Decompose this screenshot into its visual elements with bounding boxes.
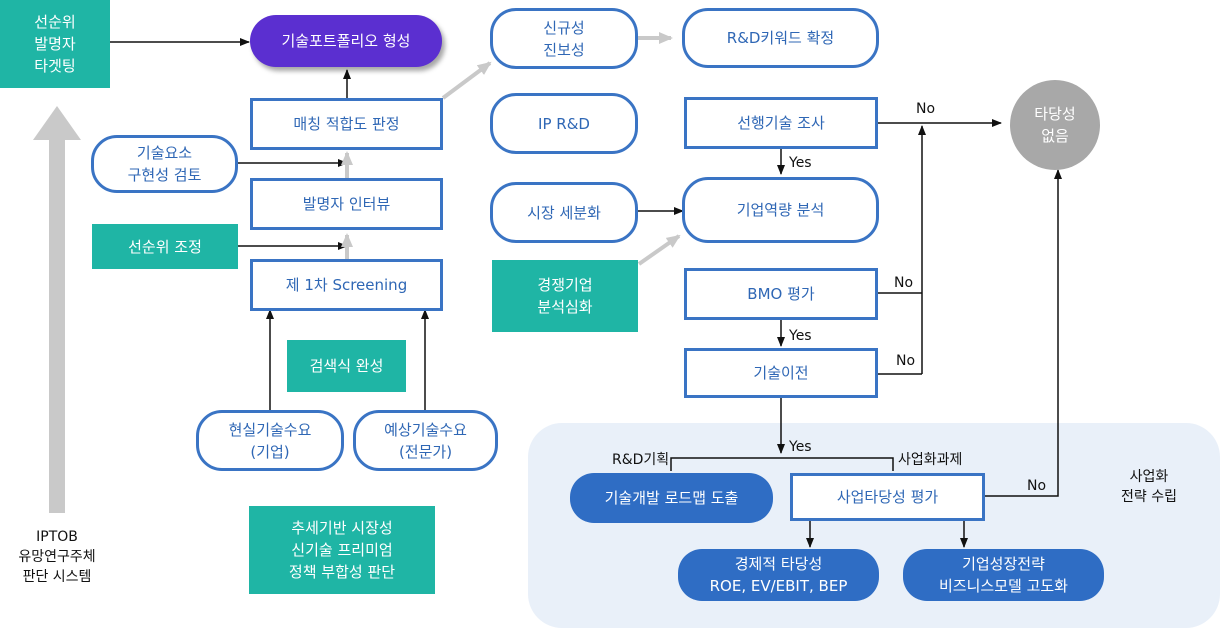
no-validity-node: 타당성 없음: [1010, 80, 1100, 170]
inventor-targeting: 선순위 발명자 타겟팅: [0, 0, 110, 88]
prior-art-node[interactable]: 선행기술 조사: [684, 97, 878, 149]
system-upward-arrow: [33, 106, 81, 513]
label-no-transfer: No: [896, 353, 916, 369]
label-no-prior: No: [916, 101, 936, 117]
tech-transfer-node[interactable]: 기술이전: [684, 348, 878, 398]
competitor-analysis-node: 경쟁기업 분석심화: [492, 260, 638, 332]
matching-fitness-node[interactable]: 매칭 적합도 판정: [250, 98, 443, 150]
first-screening-node[interactable]: 제 1차 Screening: [250, 259, 443, 311]
rnd-keyword-node[interactable]: R&D키워드 확정: [682, 8, 879, 68]
gray-edge-competitor-capability: [637, 234, 681, 266]
commercialization-label: 사업화 전략 수립: [1121, 469, 1177, 505]
novelty-node[interactable]: 신규성 진보성: [490, 8, 638, 69]
bmo-evaluation-node[interactable]: BMO 평가: [684, 268, 878, 320]
real-demand-node[interactable]: 현실기술수요 (기업): [196, 410, 344, 471]
company-capability-node[interactable]: 기업역량 분석: [682, 177, 879, 243]
market-segment-node[interactable]: 시장 세분화: [490, 182, 638, 243]
iptob-system-label: IPTOB 유망연구주체 판단 시스템: [18, 529, 96, 585]
tech-portfolio-node[interactable]: 기술포트폴리오 형성: [250, 15, 442, 67]
tech-roadmap-node[interactable]: 기술개발 로드맵 도출: [570, 473, 773, 523]
economic-validity-node[interactable]: 경제적 타당성 ROE, EV/EBIT, BEP: [678, 549, 879, 601]
priority-adjust-node: 선순위 조정: [92, 224, 238, 269]
tech-element-node[interactable]: 기술요소 구현성 검토: [91, 135, 238, 193]
ip-rnd-node[interactable]: IP R&D: [490, 93, 638, 154]
growth-strategy-node[interactable]: 기업성장전략 비즈니스모델 고도화: [903, 549, 1104, 601]
label-yes-prior: Yes: [789, 155, 812, 171]
label-no-biz: No: [1027, 478, 1047, 494]
label-yes-transfer: Yes: [789, 439, 812, 455]
label-no-bmo: No: [894, 275, 914, 291]
trend-judgement-node: 추세기반 시장성 신기술 프리미엄 정책 부합성 판단: [249, 506, 435, 594]
label-yes-bmo: Yes: [789, 328, 812, 344]
branch-rnd-label: R&D기획: [612, 452, 670, 468]
search-query-node: 검색식 완성: [287, 340, 406, 392]
biz-validity-node[interactable]: 사업타당성 평가: [790, 473, 985, 521]
inventor-interview-node[interactable]: 발명자 인터뷰: [250, 178, 443, 230]
edge-biz-novalidity: [985, 169, 1062, 497]
commercialization-region: [528, 423, 1220, 628]
expected-demand-node[interactable]: 예상기술수요 (전문가): [353, 410, 498, 471]
branch-bracket: [670, 457, 894, 471]
gray-edge-matching-novelty: [441, 61, 492, 100]
branch-biz-label: 사업화과제: [898, 452, 963, 468]
